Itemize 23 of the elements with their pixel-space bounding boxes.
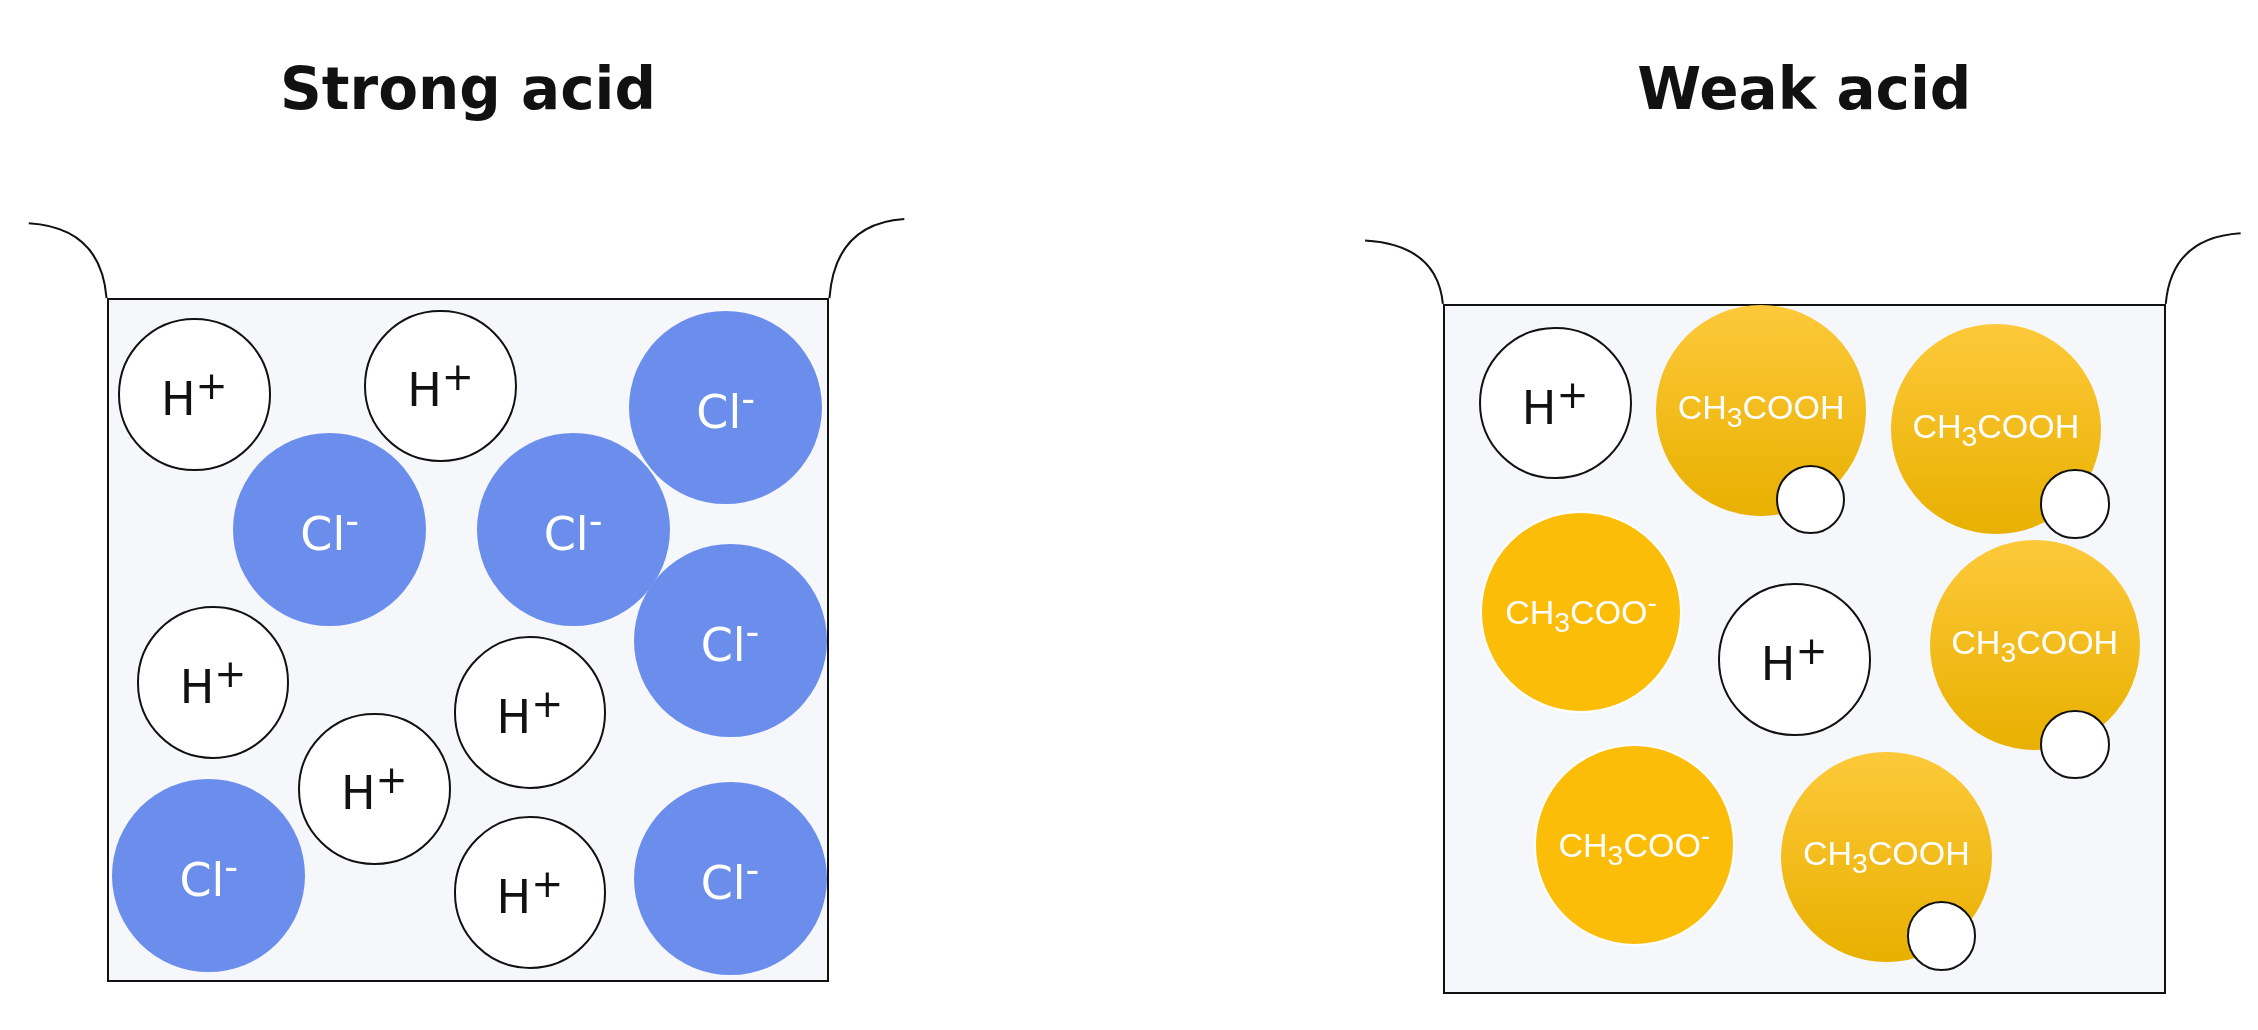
particle-label: H$^{+}$ xyxy=(179,654,247,711)
particle-label: Cl$^{-}$ xyxy=(543,502,603,558)
beaker-heading: Weak acid xyxy=(1636,55,1973,124)
particle-label: H$^{+}$ xyxy=(341,761,408,817)
particle-label: H$^{+}$ xyxy=(496,685,564,741)
particle-label: CH$_{3}$COO$^{-}$ xyxy=(1505,587,1657,637)
particle-label: H$^{+}$ xyxy=(1760,631,1828,688)
particle-label: H$^{+}$ xyxy=(407,358,474,414)
particle-label: H$^{+}$ xyxy=(1521,375,1589,431)
particle-label: CH$_{3}$COOH xyxy=(1677,389,1845,431)
beaker-heading: Strong acid xyxy=(279,55,657,124)
particle-label: Cl$^{-}$ xyxy=(179,847,239,904)
particle-label: CH$_{3}$COOH xyxy=(1951,624,2119,666)
particle-label: Cl$^{-}$ xyxy=(696,379,756,436)
particle-label: CH$_{3}$COOH xyxy=(1912,408,2080,450)
particle-label: Cl$^{-}$ xyxy=(700,850,760,907)
particle-label: H$^{+}$ xyxy=(496,865,564,921)
particle-label: CH$_{3}$COOH xyxy=(1802,836,1970,878)
empty-circle xyxy=(2040,469,2110,539)
particle-label: Cl$^{-}$ xyxy=(700,613,760,669)
particle-label: H$^{+}$ xyxy=(161,366,228,423)
particle-label: Cl$^{-}$ xyxy=(300,502,360,558)
particle-label: CH$_{3}$COO$^{-}$ xyxy=(1558,821,1711,870)
